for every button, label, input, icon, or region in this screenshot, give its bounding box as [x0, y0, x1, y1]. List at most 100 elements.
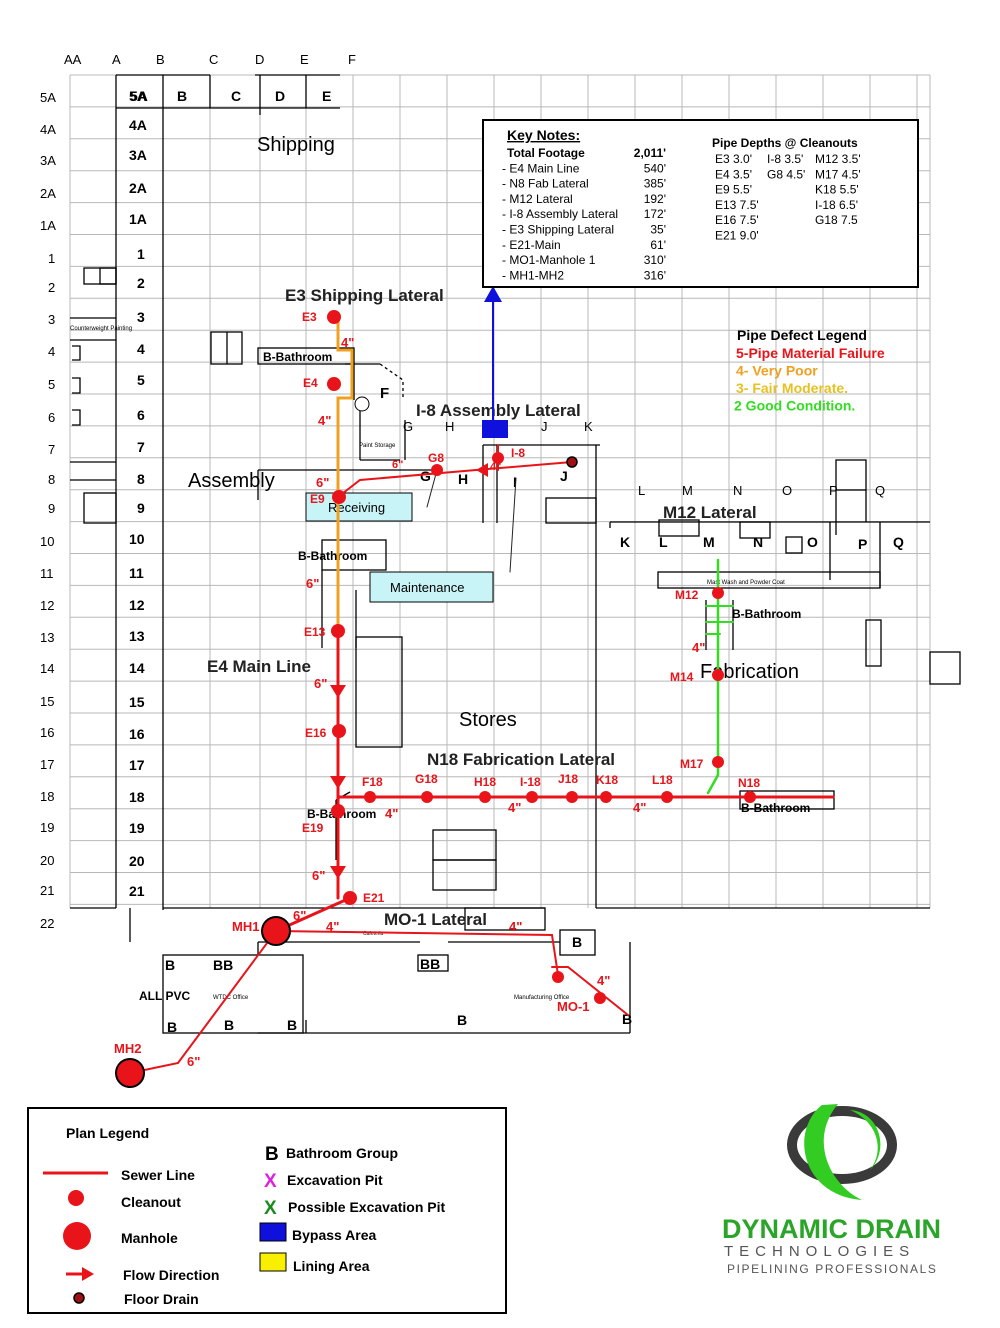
inner-row-label: 12	[129, 597, 145, 613]
svg-text:E21: E21	[363, 891, 385, 905]
key-note-value: 192'	[644, 192, 666, 206]
svg-text:E4: E4	[303, 376, 318, 390]
svg-text:B: B	[287, 1017, 297, 1033]
inner-row-label: 17	[129, 757, 145, 773]
svg-text:Manhole: Manhole	[121, 1230, 178, 1246]
i8-lateral-title: I-8 Assembly Lateral	[416, 401, 581, 420]
svg-text:H: H	[445, 419, 454, 434]
pipe-depth: K18 5.5'	[815, 183, 859, 197]
row-label: 3	[48, 312, 55, 327]
manholes	[115, 916, 291, 1088]
key-note-label: - N8 Fab Lateral	[502, 177, 589, 191]
row-label: 22	[40, 916, 54, 931]
inner-row-labels: 5A4A3A2A1A123456789101112131415161718192…	[129, 88, 147, 899]
logo-line1: DYNAMIC DRAIN	[722, 1214, 941, 1244]
pipe-depths-title: Pipe Depths @ Cleanouts	[712, 136, 858, 150]
area-labels: Shipping Assembly Receiving Maintenance …	[70, 134, 799, 1003]
inner-column-label: E	[322, 88, 331, 104]
svg-text:L18: L18	[652, 773, 673, 787]
svg-text:6": 6"	[312, 868, 325, 883]
svg-text:B: B	[622, 1011, 632, 1027]
row-label: 5	[48, 377, 55, 392]
inner-row-label: 11	[129, 565, 144, 581]
plan-legend: Plan Legend Sewer Line Cleanout Manhole …	[27, 1107, 507, 1314]
key-note-label: - M12 Lateral	[502, 192, 573, 206]
logo-swoosh-icon	[804, 1104, 862, 1200]
svg-text:M: M	[703, 534, 715, 550]
inner-row-label: 8	[137, 471, 145, 487]
counterweight-label: Counterweight Painting	[70, 326, 132, 332]
pipe-depth: E4 3.5'	[715, 167, 752, 181]
defect-legend-item: 2 Good Condition.	[734, 398, 855, 414]
svg-text:M: M	[682, 483, 693, 498]
row-label: 16	[40, 725, 54, 740]
inner-row-label: 1	[137, 246, 145, 262]
svg-text:4": 4"	[597, 973, 610, 988]
row-label: 17	[40, 757, 54, 772]
defect-legend: Pipe Defect Legend 5-Pipe Material Failu…	[734, 327, 885, 414]
pipe-depth: G8 4.5'	[767, 167, 805, 181]
plan-legend-title: Plan Legend	[66, 1125, 149, 1141]
logo-line2: TECHNOLOGIES	[724, 1243, 915, 1260]
inner-row-label: 13	[129, 628, 145, 644]
bypass-pointer	[482, 286, 508, 438]
receiving-label: Receiving	[328, 500, 385, 515]
assembly-label: Assembly	[188, 470, 275, 492]
key-note-value: 540'	[644, 161, 666, 175]
svg-text:G: G	[403, 419, 413, 434]
company-logo: DYNAMIC DRAIN TECHNOLOGIES PIPELINING PR…	[722, 1104, 941, 1276]
key-note-label: - E21-Main	[502, 238, 561, 252]
inner-row-label: 19	[129, 820, 145, 836]
svg-text:6": 6"	[316, 475, 329, 490]
pipe-depth: E16 7.5'	[715, 213, 759, 227]
svg-text:E13: E13	[304, 625, 326, 639]
lining-area-symbol	[259, 1252, 287, 1272]
svg-text:F18: F18	[362, 775, 383, 789]
column-label: B	[156, 52, 165, 67]
svg-text:4": 4"	[341, 335, 354, 350]
bathroom-labels: B-Bathroom B-Bathroom B-Bathroom B-Bathr…	[263, 350, 810, 821]
svg-text:E9: E9	[310, 492, 325, 506]
logo-line3: PIPELINING PROFESSIONALS	[727, 1262, 937, 1276]
building-walls	[70, 74, 961, 1034]
svg-text:Possible Excavation Pit: Possible Excavation Pit	[288, 1199, 446, 1215]
mast-wash-label: Mast Wash and Powder Coat	[707, 580, 785, 586]
fabrication-label: Fabrication	[700, 661, 799, 683]
inner-row-label: 1A	[129, 211, 147, 227]
svg-text:B: B	[224, 1017, 234, 1033]
sewer-lines	[129, 314, 835, 1074]
row-label: 4A	[40, 122, 56, 137]
svg-text:Lining Area: Lining Area	[293, 1258, 370, 1274]
svg-text:4": 4"	[326, 919, 339, 934]
cleanouts	[327, 310, 756, 1004]
row-label: 9	[48, 501, 55, 516]
svg-text:Flow Direction: Flow Direction	[123, 1267, 219, 1283]
flow-arrow	[330, 866, 346, 879]
pipe-depth: G18 7.5	[815, 213, 858, 227]
svg-text:Q: Q	[893, 534, 904, 550]
svg-text:K18: K18	[596, 773, 618, 787]
svg-text:4": 4"	[633, 800, 646, 815]
svg-text:J18: J18	[558, 772, 578, 786]
svg-text:M12: M12	[675, 588, 699, 602]
key-note-value: 310'	[644, 253, 666, 267]
logo-ring-icon	[787, 1106, 897, 1184]
svg-text:G: G	[420, 468, 431, 484]
row-label: 11	[40, 566, 54, 581]
inner-row-label: 5	[137, 372, 145, 388]
column-label: D	[255, 52, 264, 67]
row-label: 18	[40, 789, 54, 804]
inner-row-label: 15	[129, 694, 145, 710]
floor-drain	[566, 456, 578, 468]
e4-main-title: E4 Main Line	[207, 657, 311, 676]
svg-text:MO-1: MO-1	[557, 999, 590, 1014]
inner-row-label: 9	[137, 500, 145, 516]
svg-text:O: O	[782, 483, 792, 498]
svg-text:K: K	[620, 534, 630, 550]
key-note-value: 385'	[644, 177, 666, 191]
row-label: 2	[48, 280, 55, 295]
bathroom-label: B-Bathroom	[741, 801, 810, 815]
all-pvc-label: ALL PVC	[139, 989, 190, 1003]
inner-row-label: 2A	[129, 180, 147, 196]
